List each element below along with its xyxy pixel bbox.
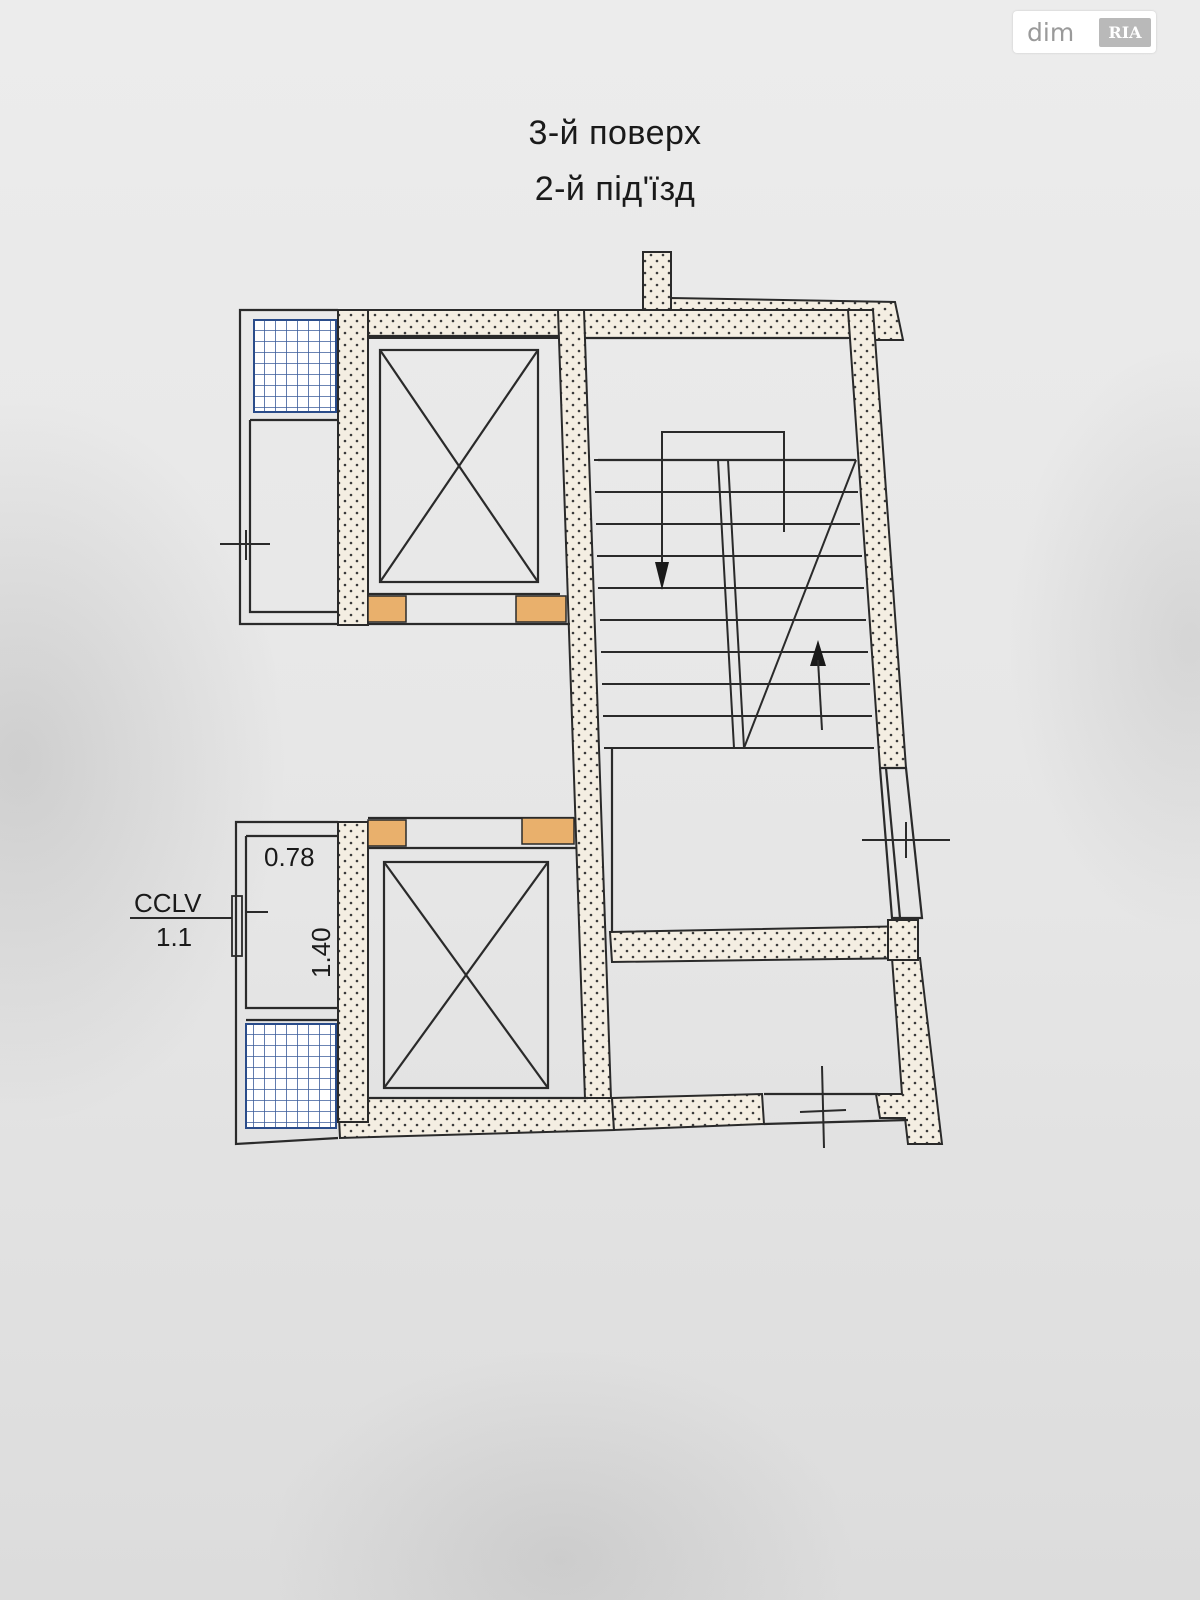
riser-number-label: 1.1 (156, 922, 192, 952)
dim-ria-watermark: dim RIA (1013, 11, 1156, 53)
staircase (594, 431, 874, 749)
stair-direction-arrows (655, 562, 826, 731)
door-ticks (220, 530, 950, 1149)
elevator-shaft-lower (382, 860, 550, 1090)
ventilation-shaft-top (253, 319, 337, 413)
ventilation-shaft-bottom (245, 1023, 337, 1129)
riser-duct (231, 895, 243, 957)
ria-logo-icon: RIA (1099, 18, 1151, 47)
elevator-shaft-upper (378, 348, 540, 584)
wall-hatching (336, 251, 944, 1145)
entrance-title: 2-й під'їзд (534, 170, 696, 208)
watermark-brand: dim (1027, 17, 1075, 47)
up-arrow-icon (810, 640, 826, 666)
wall-outlines (234, 308, 924, 1146)
room-width-label: 0.78 (264, 842, 315, 872)
riser-code-label: CCLV (134, 888, 202, 918)
down-arrow-icon (655, 562, 669, 590)
elevator-door-jambs (367, 595, 575, 847)
room-height-label: 1.40 (306, 927, 336, 978)
floor-title: 3-й поверх (528, 114, 702, 152)
